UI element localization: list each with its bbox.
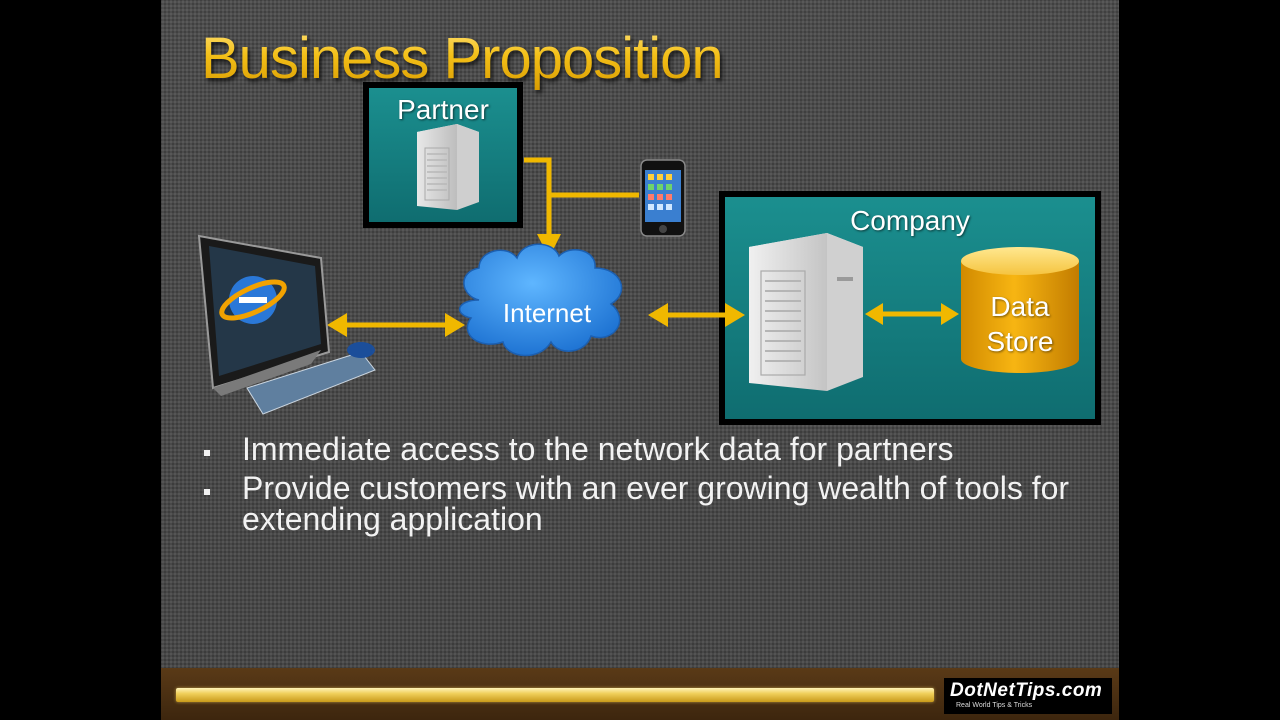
gold-progress-strip — [176, 688, 934, 702]
bullet-item: Immediate access to the network data for… — [199, 433, 1079, 465]
datastore-label-line2: Store — [986, 326, 1054, 357]
logo-text: DotNetTips.com — [950, 680, 1103, 701]
server-icon — [749, 233, 863, 391]
arrowhead — [865, 303, 883, 325]
footer-bar: DotNetTips.com Real World Tips & Tricks — [161, 668, 1119, 720]
smartphone-icon — [640, 159, 686, 237]
cloud-icon — [459, 243, 623, 357]
bullet-item: Provide customers with an ever growing w… — [199, 472, 1079, 535]
server-icon — [417, 124, 479, 210]
arrowhead — [648, 303, 668, 327]
partner-connector — [524, 157, 552, 236]
slide-title: Business Proposition — [201, 26, 724, 91]
brand-logo: DotNetTips.com Real World Tips & Tricks — [944, 678, 1112, 714]
slide: Business Proposition Partner — [161, 0, 1119, 720]
connector-lines — [197, 157, 959, 415]
datastore-label: Data Store — [955, 289, 1085, 359]
arrowhead — [725, 303, 745, 327]
arrowhead — [445, 313, 465, 337]
company-box: Company — [719, 191, 1101, 425]
bullet-list: Immediate access to the network data for… — [199, 433, 1079, 543]
partner-box: Partner — [363, 82, 523, 228]
partner-label: Partner — [397, 94, 489, 125]
database-icon — [961, 247, 1079, 373]
company-label: Company — [850, 205, 970, 236]
computer-monitor-icon — [197, 234, 376, 415]
arrowhead — [941, 303, 959, 325]
arrowhead — [327, 313, 347, 337]
cloud-label: Internet — [502, 298, 592, 328]
logo-tagline: Real World Tips & Tricks — [956, 702, 1033, 709]
datastore-label-line1: Data — [990, 291, 1050, 322]
